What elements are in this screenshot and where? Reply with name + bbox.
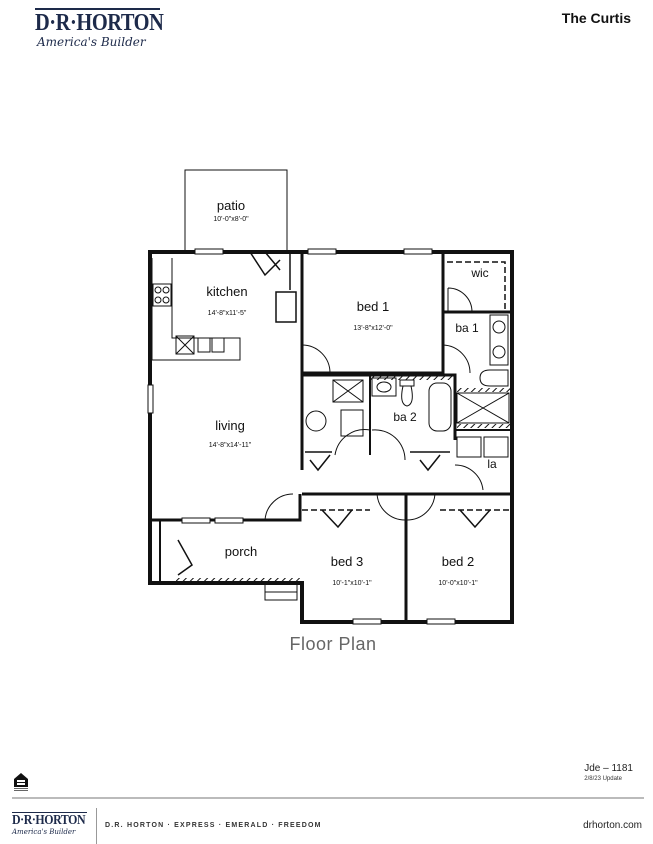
header-logo: D·R·HORTON America's Builder: [35, 8, 186, 49]
room-label-kitchen: kitchen: [206, 284, 247, 299]
room-label-bed3: bed 3: [331, 554, 364, 569]
plan-caption: Floor Plan: [289, 634, 377, 654]
room-label-patio: patio: [217, 198, 245, 213]
room-label-la: la: [487, 457, 497, 471]
plan-meta: Jde – 1181 2/8/23 Update: [584, 763, 633, 782]
room-label-wic: wic: [470, 266, 488, 280]
footer-logo-tagline: America's Builder: [12, 828, 76, 836]
room-dims-patio: 10'-0"x8'-0": [213, 216, 249, 223]
footer-logo: D·R·HORTON America's Builder: [12, 812, 98, 836]
equal-housing-icon: [14, 773, 28, 791]
room-dims-bed2: 10'-0"x10'-1": [438, 580, 478, 587]
room-label-ba1: ba 1: [455, 321, 479, 335]
exterior-wall: [148, 250, 514, 624]
footer-divider: [12, 797, 644, 799]
brands-line: D.R. HORTON · EXPRESS · EMERALD · FREEDO…: [105, 822, 322, 829]
room-label-bed2: bed 2: [442, 554, 475, 569]
update-date: 2/8/23 Update: [584, 776, 622, 782]
room-label-porch: porch: [225, 544, 258, 559]
plan-name: The Curtis: [561, 10, 631, 26]
footer-logo-wordmark: D·R·HORTON: [12, 813, 86, 828]
room-dims-bed1: 13'-8"x12'-0": [353, 325, 393, 332]
room-label-ba2: ba 2: [393, 410, 417, 424]
logo-wordmark: D·R·HORTON: [35, 10, 164, 36]
footer-separator: [96, 808, 97, 844]
room-label-bed1: bed 1: [357, 299, 390, 314]
plan-code: Jde – 1181: [584, 763, 633, 774]
logo-tagline: America's Builder: [37, 35, 146, 49]
room-label-living: living: [215, 418, 245, 433]
room-dims-living: 14'-8"x14'-11": [209, 442, 252, 449]
website-link[interactable]: drhorton.com: [583, 820, 642, 831]
room-dims-bed3: 10'-1"x10'-1": [332, 580, 372, 587]
room-dims-kitchen: 14'-8"x11'-5": [208, 310, 247, 317]
